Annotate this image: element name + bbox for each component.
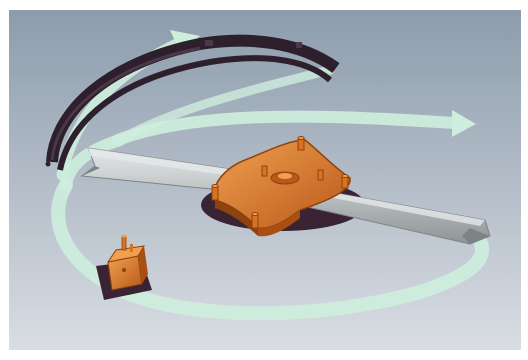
mower-blade-diagram xyxy=(0,0,528,360)
diagram-canvas xyxy=(0,0,528,360)
